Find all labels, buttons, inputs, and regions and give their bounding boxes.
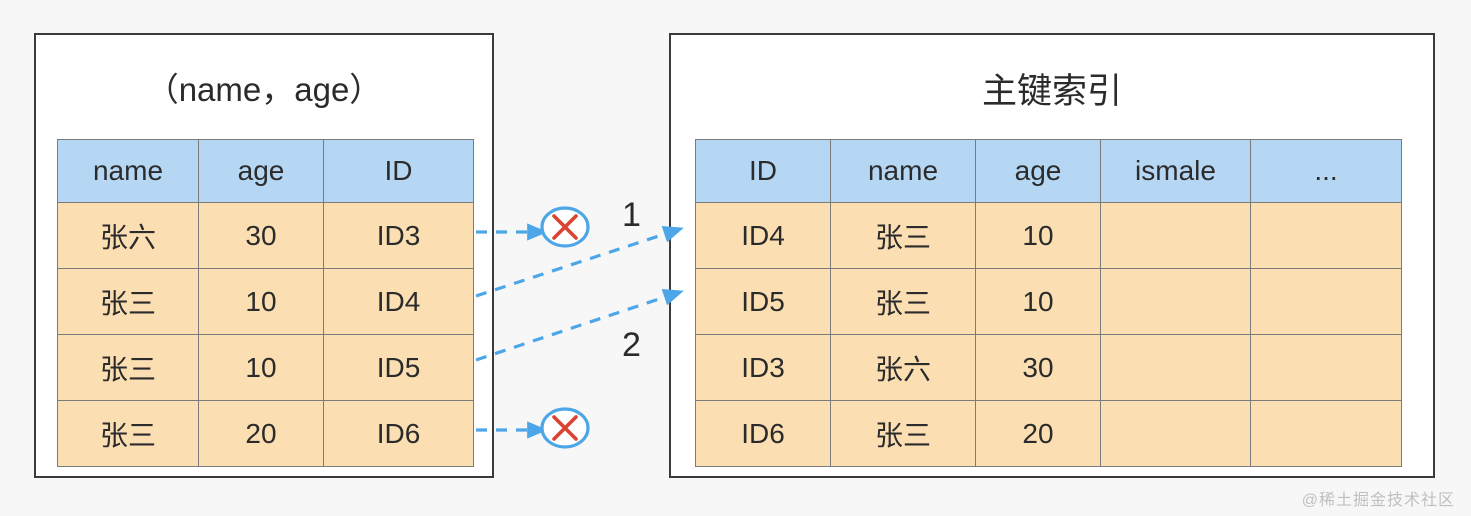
arrow-id4-to-primary xyxy=(475,225,684,298)
cell-ismale xyxy=(1100,202,1251,269)
cell-age: 10 xyxy=(198,334,324,401)
table-row: ID6 张三 20 xyxy=(695,400,1402,467)
table-header-row: ID name age ismale ... xyxy=(695,139,1402,203)
cell-id: ID5 xyxy=(695,268,831,335)
secondary-index-title: （name，age） xyxy=(145,71,383,108)
cell-name: 张三 xyxy=(830,268,976,335)
cell-id: ID6 xyxy=(695,400,831,467)
cell-id: ID4 xyxy=(323,268,474,335)
reject-marker-id6 xyxy=(540,407,590,449)
table-row: 张六 30 ID3 xyxy=(57,202,474,269)
watermark: @稀土掘金技术社区 xyxy=(1301,492,1455,509)
cell-more xyxy=(1250,400,1402,467)
table-row: 张三 10 ID5 xyxy=(57,334,474,401)
cell-more xyxy=(1250,268,1402,335)
cell-age: 10 xyxy=(975,268,1101,335)
cell-more xyxy=(1250,334,1402,401)
cell-name: 张三 xyxy=(57,334,199,401)
table-row: ID3 张六 30 xyxy=(695,334,1402,401)
table-row: ID5 张三 10 xyxy=(695,268,1402,335)
secondary-index-table: name age ID 张六 30 ID3 张三 10 ID4 张三 xyxy=(57,139,474,467)
column-header-name: name xyxy=(830,139,976,203)
reject-marker-id3 xyxy=(540,206,590,248)
cell-age: 10 xyxy=(975,202,1101,269)
cell-age: 30 xyxy=(975,334,1101,401)
cell-ismale xyxy=(1100,334,1251,401)
cell-name: 张三 xyxy=(830,202,976,269)
cell-age: 20 xyxy=(975,400,1101,467)
column-header-age: age xyxy=(198,139,324,203)
cell-name: 张六 xyxy=(57,202,199,269)
cell-name: 张六 xyxy=(830,334,976,401)
cell-id: ID6 xyxy=(323,400,474,467)
cell-name: 张三 xyxy=(57,268,199,335)
cell-id: ID3 xyxy=(695,334,831,401)
table-row: 张三 10 ID4 xyxy=(57,268,474,335)
cell-ismale xyxy=(1100,400,1251,467)
cell-id: ID4 xyxy=(695,202,831,269)
step-label-2: 2 xyxy=(622,326,641,364)
table-row: ID4 张三 10 xyxy=(695,202,1402,269)
column-header-id: ID xyxy=(695,139,831,203)
cell-id: ID3 xyxy=(323,202,474,269)
cell-name: 张三 xyxy=(57,400,199,467)
cell-name: 张三 xyxy=(830,400,976,467)
column-header-ismale: ismale xyxy=(1100,139,1251,203)
column-header-id: ID xyxy=(323,139,474,203)
cell-id: ID5 xyxy=(323,334,474,401)
cell-age: 30 xyxy=(198,202,324,269)
primary-index-title: 主键索引 xyxy=(981,72,1122,111)
primary-index-panel: 主键索引 ID name age ismale ... ID4 张三 10 xyxy=(669,33,1435,478)
cell-age: 20 xyxy=(198,400,324,467)
column-header-age: age xyxy=(975,139,1101,203)
step-label-1: 1 xyxy=(622,196,641,234)
table-header-row: name age ID xyxy=(57,139,474,203)
secondary-index-panel: （name，age） name age ID 张六 30 ID3 张三 10 xyxy=(34,33,494,478)
cell-ismale xyxy=(1100,268,1251,335)
column-header-more: ... xyxy=(1250,139,1402,203)
cell-more xyxy=(1250,202,1402,269)
column-header-name: name xyxy=(57,139,199,203)
cell-age: 10 xyxy=(198,268,324,335)
table-row: 张三 20 ID6 xyxy=(57,400,474,467)
primary-index-table: ID name age ismale ... ID4 张三 10 ID5 张 xyxy=(695,139,1402,467)
